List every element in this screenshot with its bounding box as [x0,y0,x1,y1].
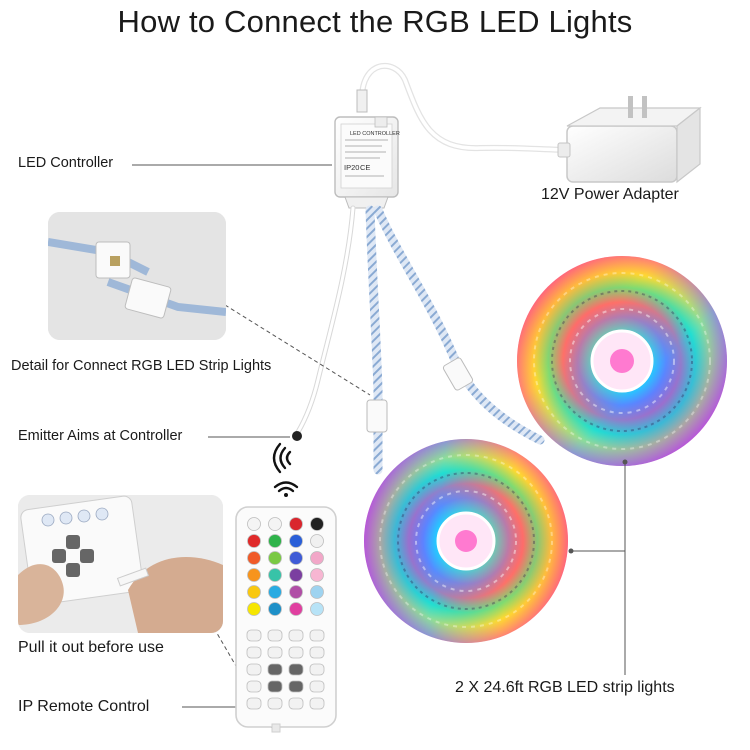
remote-function-button[interactable] [288,663,304,676]
remote-color-button[interactable] [289,551,303,565]
remote-function-button[interactable] [309,663,325,676]
emitter-head [292,431,302,441]
remote-color-button[interactable] [268,585,282,599]
remote-color-button[interactable] [289,568,303,582]
remote-function-button[interactable] [288,629,304,642]
remote-control [235,506,337,733]
label-strip-lights: 2 X 24.6ft RGB LED strip lights [455,679,675,696]
label-detail-connect: Detail for Connect RGB LED Strip Lights [11,358,272,374]
remote-color-button[interactable] [310,517,324,531]
ribbon-cable-to-upper-strip [373,205,545,445]
remote-color-button[interactable] [289,602,303,616]
remote-color-button[interactable] [247,551,261,565]
remote-function-button[interactable] [309,646,325,659]
emitter-wire [295,205,356,435]
remote-color-button[interactable] [247,517,261,531]
remote-function-button[interactable] [267,697,283,710]
connector-lower [366,399,388,433]
connector-detail-photo [48,212,226,340]
ribbon-cable-to-lower-strip [365,205,383,475]
remote-signal-icon [273,481,299,497]
remote-function-button[interactable] [288,697,304,710]
remote-function-button[interactable] [246,646,262,659]
controller-ce-mark: CE [360,163,370,172]
leader-strip-lights [572,463,626,675]
remote-pull-tab-photo [18,495,223,633]
connector-upper [442,357,474,391]
remote-color-button[interactable] [289,534,303,548]
remote-color-button[interactable] [289,517,303,531]
leader-detail [224,304,371,396]
remote-color-button[interactable] [310,602,324,616]
remote-color-button[interactable] [268,602,282,616]
remote-function-button[interactable] [288,680,304,693]
remote-color-button[interactable] [310,568,324,582]
remote-function-button[interactable] [267,646,283,659]
label-ip-remote: IP Remote Control [18,698,150,715]
remote-color-button[interactable] [310,534,324,548]
remote-color-button[interactable] [247,585,261,599]
label-pull-out: Pull it out before use [18,639,164,656]
controller-heading: LED CONTROLLER [350,131,400,137]
remote-function-button[interactable] [267,663,283,676]
remote-color-button[interactable] [268,534,282,548]
led-reel-upper [517,256,727,466]
remote-color-button[interactable] [247,534,261,548]
remote-color-button[interactable] [268,551,282,565]
remote-function-button[interactable] [309,680,325,693]
remote-function-button[interactable] [246,697,262,710]
remote-function-button[interactable] [246,663,262,676]
remote-function-button[interactable] [309,697,325,710]
remote-color-button[interactable] [268,517,282,531]
page-title: How to Connect the RGB LED Lights [117,4,633,39]
led-controller-box [334,116,399,209]
remote-function-button[interactable] [246,629,262,642]
wifi-signal-icon [272,442,292,474]
remote-function-button[interactable] [267,629,283,642]
remote-function-button[interactable] [246,680,262,693]
remote-function-button[interactable] [309,629,325,642]
remote-color-button[interactable] [310,585,324,599]
controller-ip-rating: IP20 [344,163,359,172]
power-adapter [557,96,702,184]
remote-color-button[interactable] [289,585,303,599]
label-led-controller: LED Controller [18,155,114,171]
remote-color-button[interactable] [310,551,324,565]
remote-color-button[interactable] [247,568,261,582]
label-emitter: Emitter Aims at Controller [18,428,183,444]
led-reel-lower [364,439,568,643]
remote-color-button[interactable] [247,602,261,616]
remote-color-button[interactable] [268,568,282,582]
label-power-adapter: 12V Power Adapter [541,186,679,203]
remote-function-button[interactable] [267,680,283,693]
remote-function-button[interactable] [288,646,304,659]
